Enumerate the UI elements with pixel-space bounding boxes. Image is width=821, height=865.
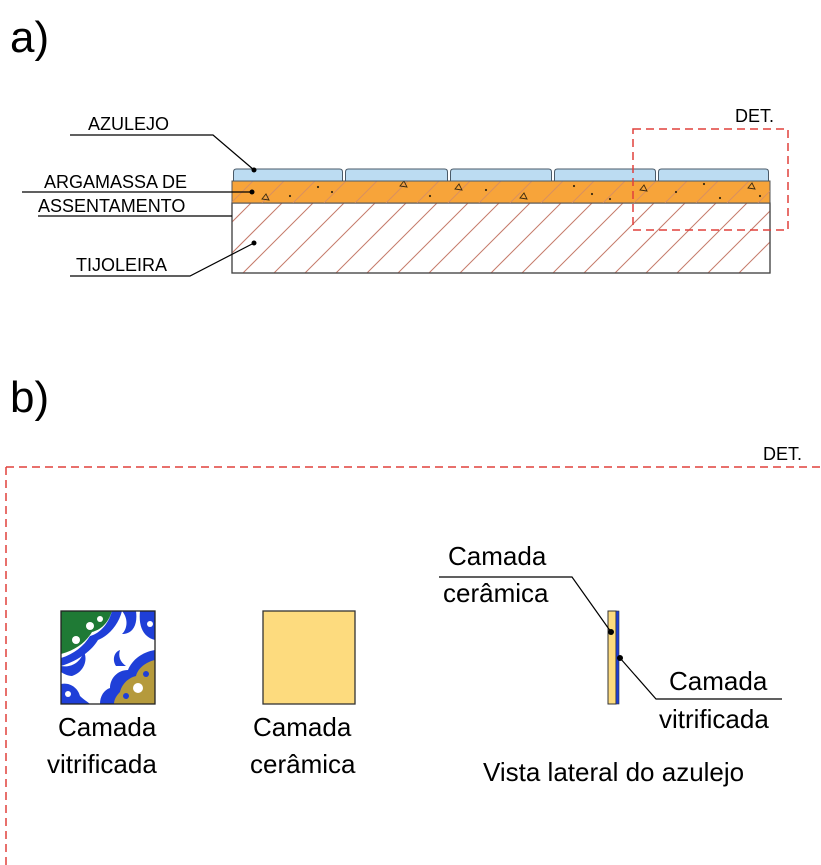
brick-layer [231,202,771,274]
leader-side-glazed [617,655,782,700]
label-tile: AZULEJO [88,114,169,134]
side-glazed-line2: vitrificada [659,704,769,734]
leader-mortar [22,189,255,217]
side-ceramic-line1: Camada [448,541,547,571]
mortar-layer [231,180,771,204]
leader-tile [70,134,257,173]
detail-label-b: DET. [763,444,802,464]
tile-layer [233,168,769,182]
detail-box-a [632,128,789,231]
detail-box-b [5,466,821,865]
side-ceramic-line2: cerâmica [443,578,549,608]
label-mortar-line2: ASSENTAMENTO [38,196,185,216]
detail-label-a: DET. [735,106,774,126]
ceramic-tile [262,610,356,705]
glazed-tile [60,610,156,705]
glazed-caption-line2: vitrificada [47,749,157,779]
ceramic-caption-line1: Camada [253,712,352,742]
label-brick: TIJOLEIRA [76,255,167,275]
side-view-caption: Vista lateral do azulejo [483,757,744,787]
part-b-label: b) [10,373,49,422]
side-glazed-line1: Camada [669,666,768,696]
ceramic-caption-line2: cerâmica [250,749,356,779]
leader-side-ceramic [439,576,614,635]
part-a-label: a) [10,13,49,62]
leader-brick [70,240,257,277]
label-mortar-line1: ARGAMASSA DE [44,172,187,192]
glazed-caption-line1: Camada [58,712,157,742]
